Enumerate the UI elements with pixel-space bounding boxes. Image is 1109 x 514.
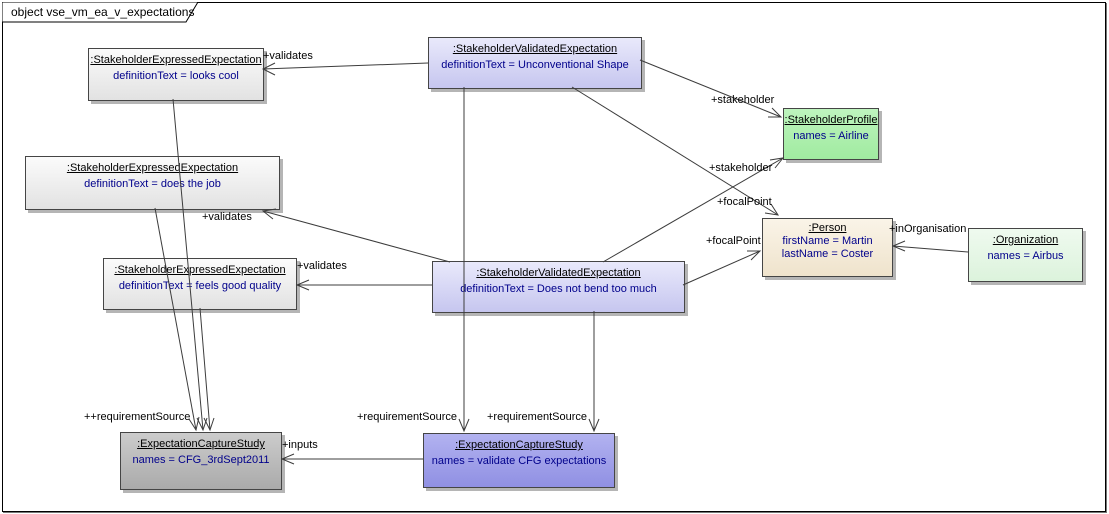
node-attr: definitionText = looks cool <box>113 70 239 82</box>
diagram-tab-shape <box>2 2 199 23</box>
edge-label-validates: +validates <box>297 260 347 272</box>
edge-label-inorganisation: +inOrganisation <box>889 223 967 235</box>
edge-label-validates: +validates <box>263 50 313 62</box>
node-title: :StakeholderExpressedExpectation <box>66 162 239 174</box>
object-expressed-expectation-feels-good-quality[interactable]: :StakeholderExpressedExpectation definit… <box>103 258 297 310</box>
object-expectation-capture-study-cfg[interactable]: :ExpectationCaptureStudy names = CFG_3rd… <box>120 432 282 490</box>
node-title: :ExpectationCaptureStudy <box>455 439 583 451</box>
edge-label-focalpoint: +focalPoint <box>706 235 761 247</box>
node-attr: names = validate CFG expectations <box>431 455 607 467</box>
node-attr: names = CFG_3rdSept2011 <box>132 454 270 466</box>
node-title: :StakeholderExpressedExpectation <box>114 264 286 276</box>
diagram-tab: object vse_vm_ea_v_expectations <box>2 2 202 23</box>
edge-label-requirementsource: +requirementSource <box>357 411 457 423</box>
edge-label-requirementsource: ++requirementSource <box>84 411 191 423</box>
diagram-title: object vse_vm_ea_v_expectations <box>11 5 195 19</box>
node-attr: definitionText = Does not bend too much <box>460 283 657 295</box>
node-title: :Person <box>808 222 847 234</box>
node-attr: names = Airbus <box>987 250 1064 262</box>
object-validated-expectation-does-not-bend[interactable]: :StakeholderValidatedExpectation definit… <box>432 261 685 313</box>
node-attr: firstName = Martin <box>782 235 873 247</box>
edge-label-focalpoint: +focalPoint <box>717 196 772 208</box>
node-title: :StakeholderExpressedExpectation <box>90 54 262 66</box>
object-person-martin-coster[interactable]: :Person firstName = Martin lastName = Co… <box>762 218 893 277</box>
object-validated-expectation-unconventional-shape[interactable]: :StakeholderValidatedExpectation definit… <box>428 37 642 89</box>
node-attr: names = Airline <box>793 130 869 142</box>
node-attr: lastName = Coster <box>781 248 874 260</box>
node-attr: definitionText = does the job <box>84 178 221 190</box>
node-attr: definitionText = feels good quality <box>118 280 282 292</box>
object-expressed-expectation-looks-cool[interactable]: :StakeholderExpressedExpectation definit… <box>88 48 264 101</box>
edge-label-inputs: +inputs <box>282 439 318 451</box>
object-expressed-expectation-does-the-job[interactable]: :StakeholderExpressedExpectation definit… <box>25 156 280 210</box>
edge-label-stakeholder: +stakeholder <box>709 162 773 174</box>
object-expectation-capture-study-validate[interactable]: :ExpectationCaptureStudy names = validat… <box>423 433 615 488</box>
edge-label-stakeholder: +stakeholder <box>711 94 775 106</box>
node-title: :StakeholderProfile <box>784 114 878 126</box>
node-attr: definitionText = Unconventional Shape <box>441 59 629 71</box>
node-title: :StakeholderValidatedExpectation <box>476 267 641 279</box>
edge-label-requirementsource: +requirementSource <box>487 411 587 423</box>
object-stakeholder-profile-airline[interactable]: :StakeholderProfile names = Airline <box>783 108 879 160</box>
object-organization-airbus[interactable]: :Organization names = Airbus <box>968 228 1083 282</box>
node-title: :StakeholderValidatedExpectation <box>452 43 618 55</box>
edge-label-validates: +validates <box>202 211 252 223</box>
node-title: :ExpectationCaptureStudy <box>137 438 265 450</box>
node-title: :Organization <box>992 234 1059 246</box>
